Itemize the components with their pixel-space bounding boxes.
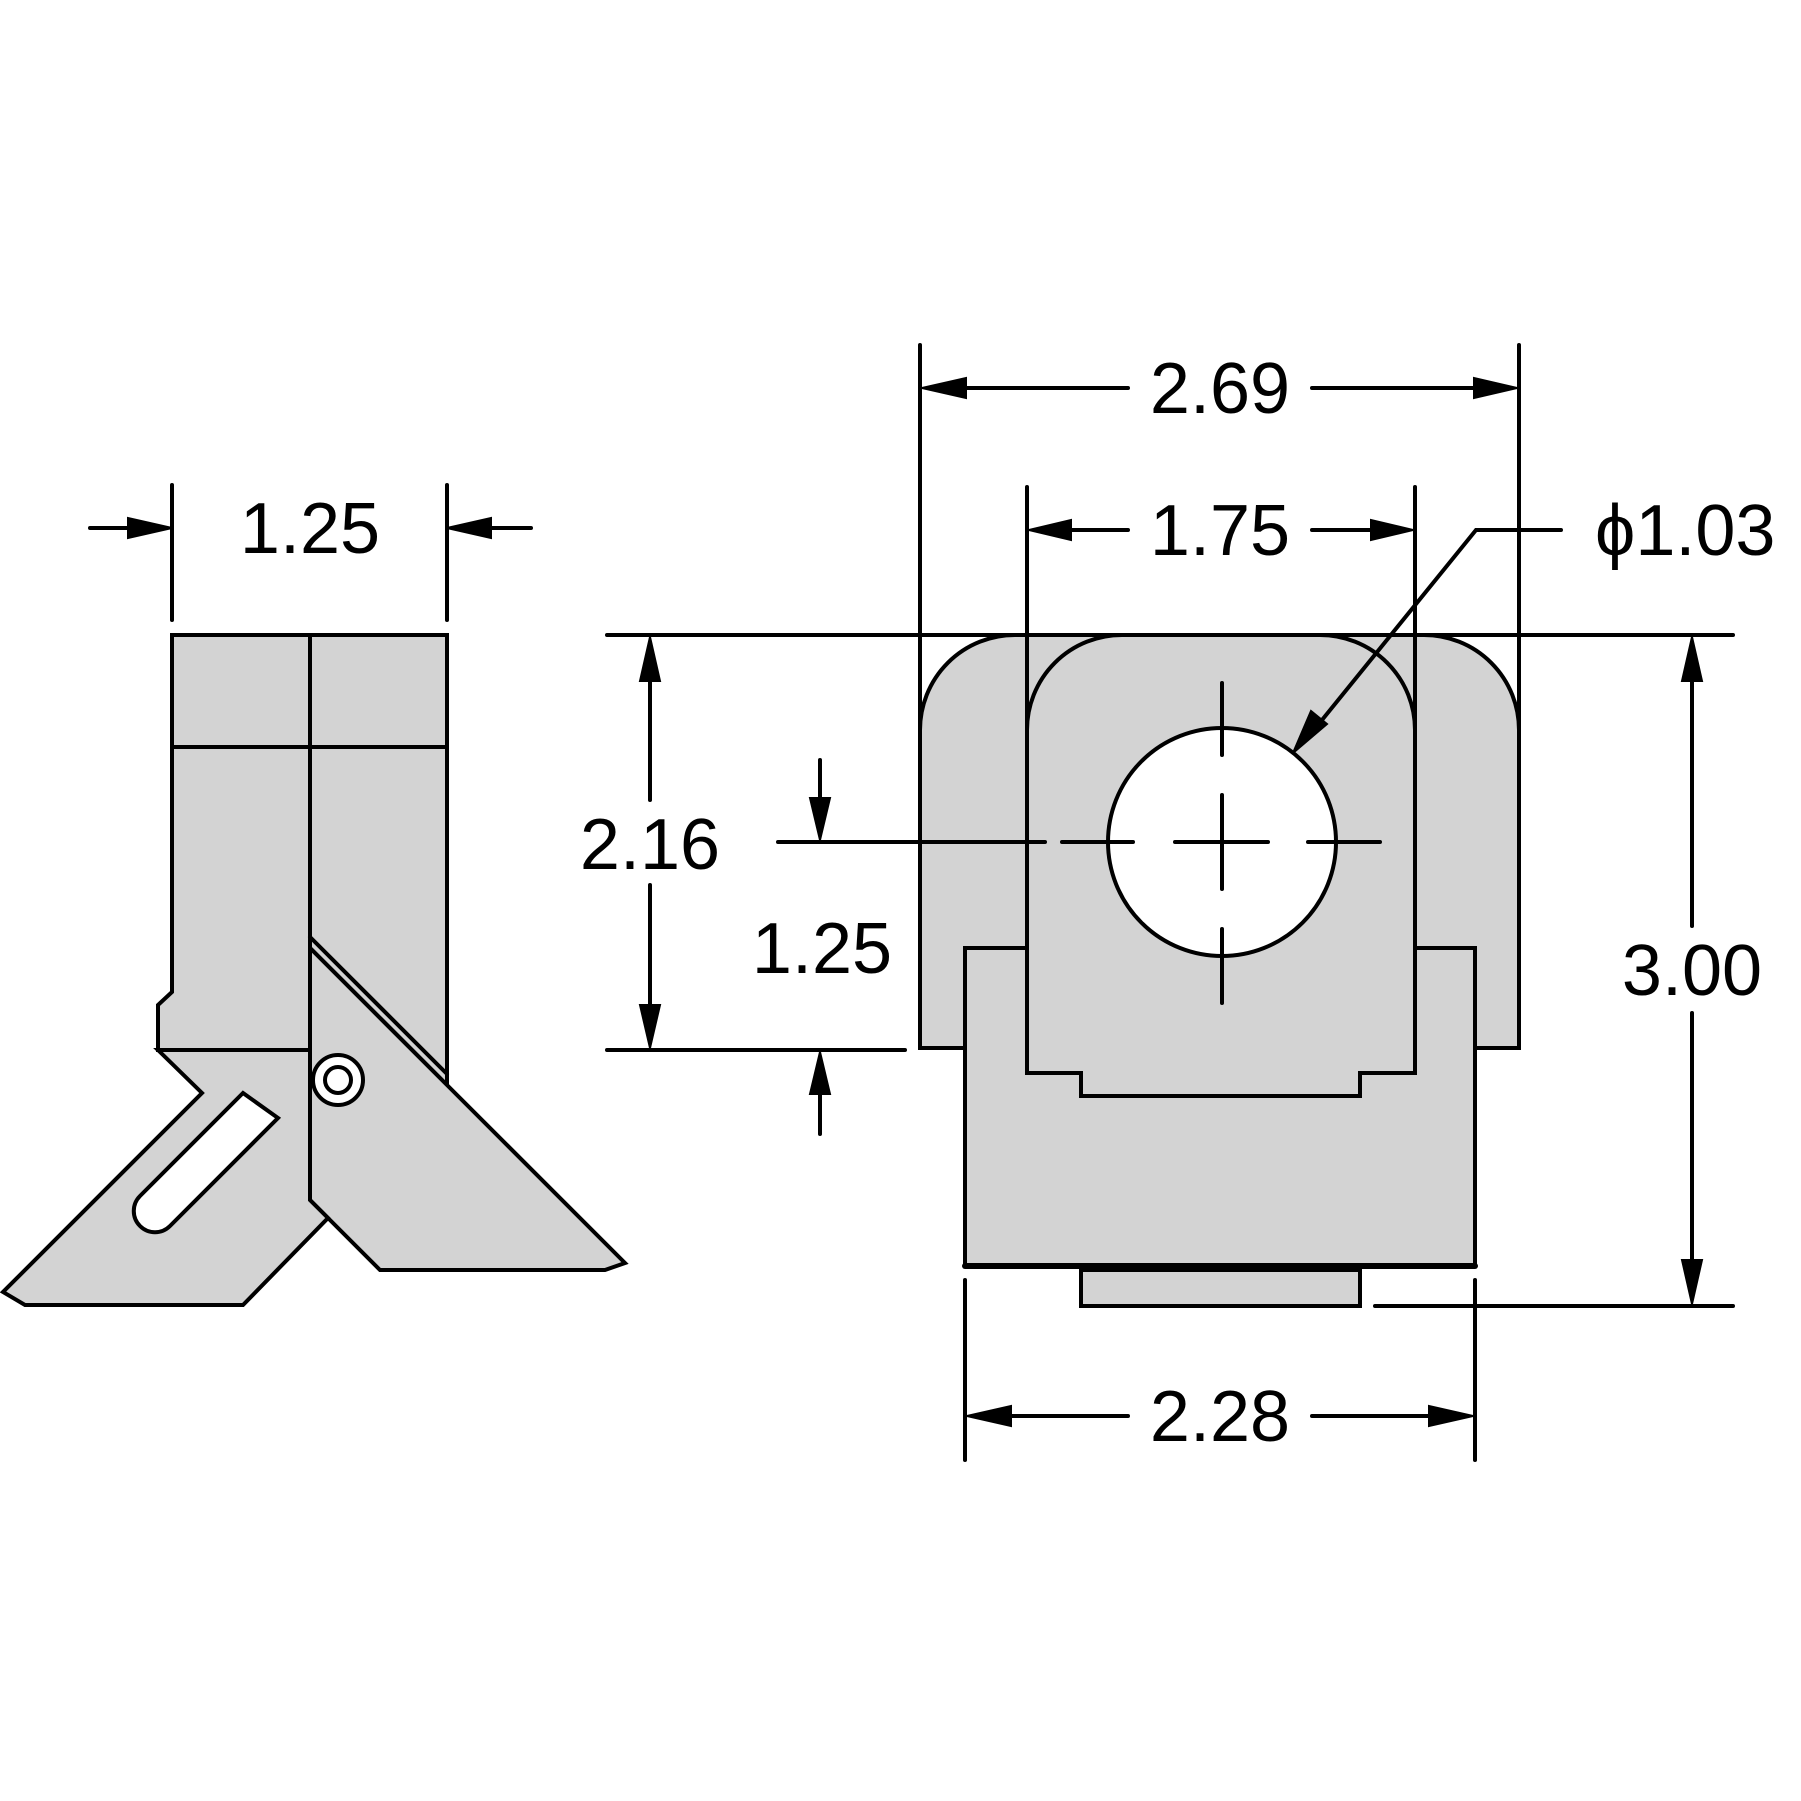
front-view-centerlines [776, 681, 1382, 1005]
hole-center-offset-label: 1.25 [752, 909, 892, 989]
front-view [776, 633, 1521, 1308]
dim-228-arrow-left [966, 1404, 1012, 1428]
dim-216-arrow-top [638, 636, 662, 682]
dim-228-arrow-right [1428, 1404, 1474, 1428]
dim-269-arrow-right [1473, 376, 1518, 400]
side-view-right-arm [308, 943, 629, 1272]
side-view-slot [131, 1090, 282, 1235]
diameter-arrow [1292, 709, 1329, 754]
overall-height-label: 3.00 [1622, 931, 1762, 1011]
dim-300-arrow-bottom [1680, 1259, 1704, 1305]
side-dim-arrow-right [446, 516, 492, 540]
dim-125-arrow-bottom [808, 1051, 832, 1095]
base-width-label: 2.28 [1150, 1377, 1290, 1457]
side-width-label: 1.25 [240, 489, 380, 569]
side-view-chamfer-edge [308, 935, 449, 1076]
diameter-leader [1320, 528, 1563, 722]
dim-300-arrow-top [1680, 636, 1704, 682]
side-view-pin-hole-inner [323, 1065, 353, 1095]
dim-269-arrow-left [921, 376, 967, 400]
dim-125-arrow-top [808, 797, 832, 841]
side-view: 1.25 [0, 483, 629, 1307]
inner-width-label: 1.75 [1150, 491, 1290, 571]
front-view-bottom-tab [1079, 1268, 1362, 1308]
hole-height-label: 2.16 [580, 805, 720, 885]
dim-216-arrow-bottom [638, 1004, 662, 1049]
hole-diameter-label: ϕ1.03 [1595, 491, 1775, 571]
side-view-upper-block [156, 633, 449, 1090]
overall-width-label: 2.69 [1150, 349, 1290, 429]
front-dimensions: 2.69 1.75 ϕ1.03 2.16 1.25 3.0 [580, 343, 1775, 1462]
side-dim-arrow-left [127, 516, 173, 540]
dim-175-arrow-right [1370, 518, 1414, 542]
dim-175-arrow-left [1028, 518, 1072, 542]
